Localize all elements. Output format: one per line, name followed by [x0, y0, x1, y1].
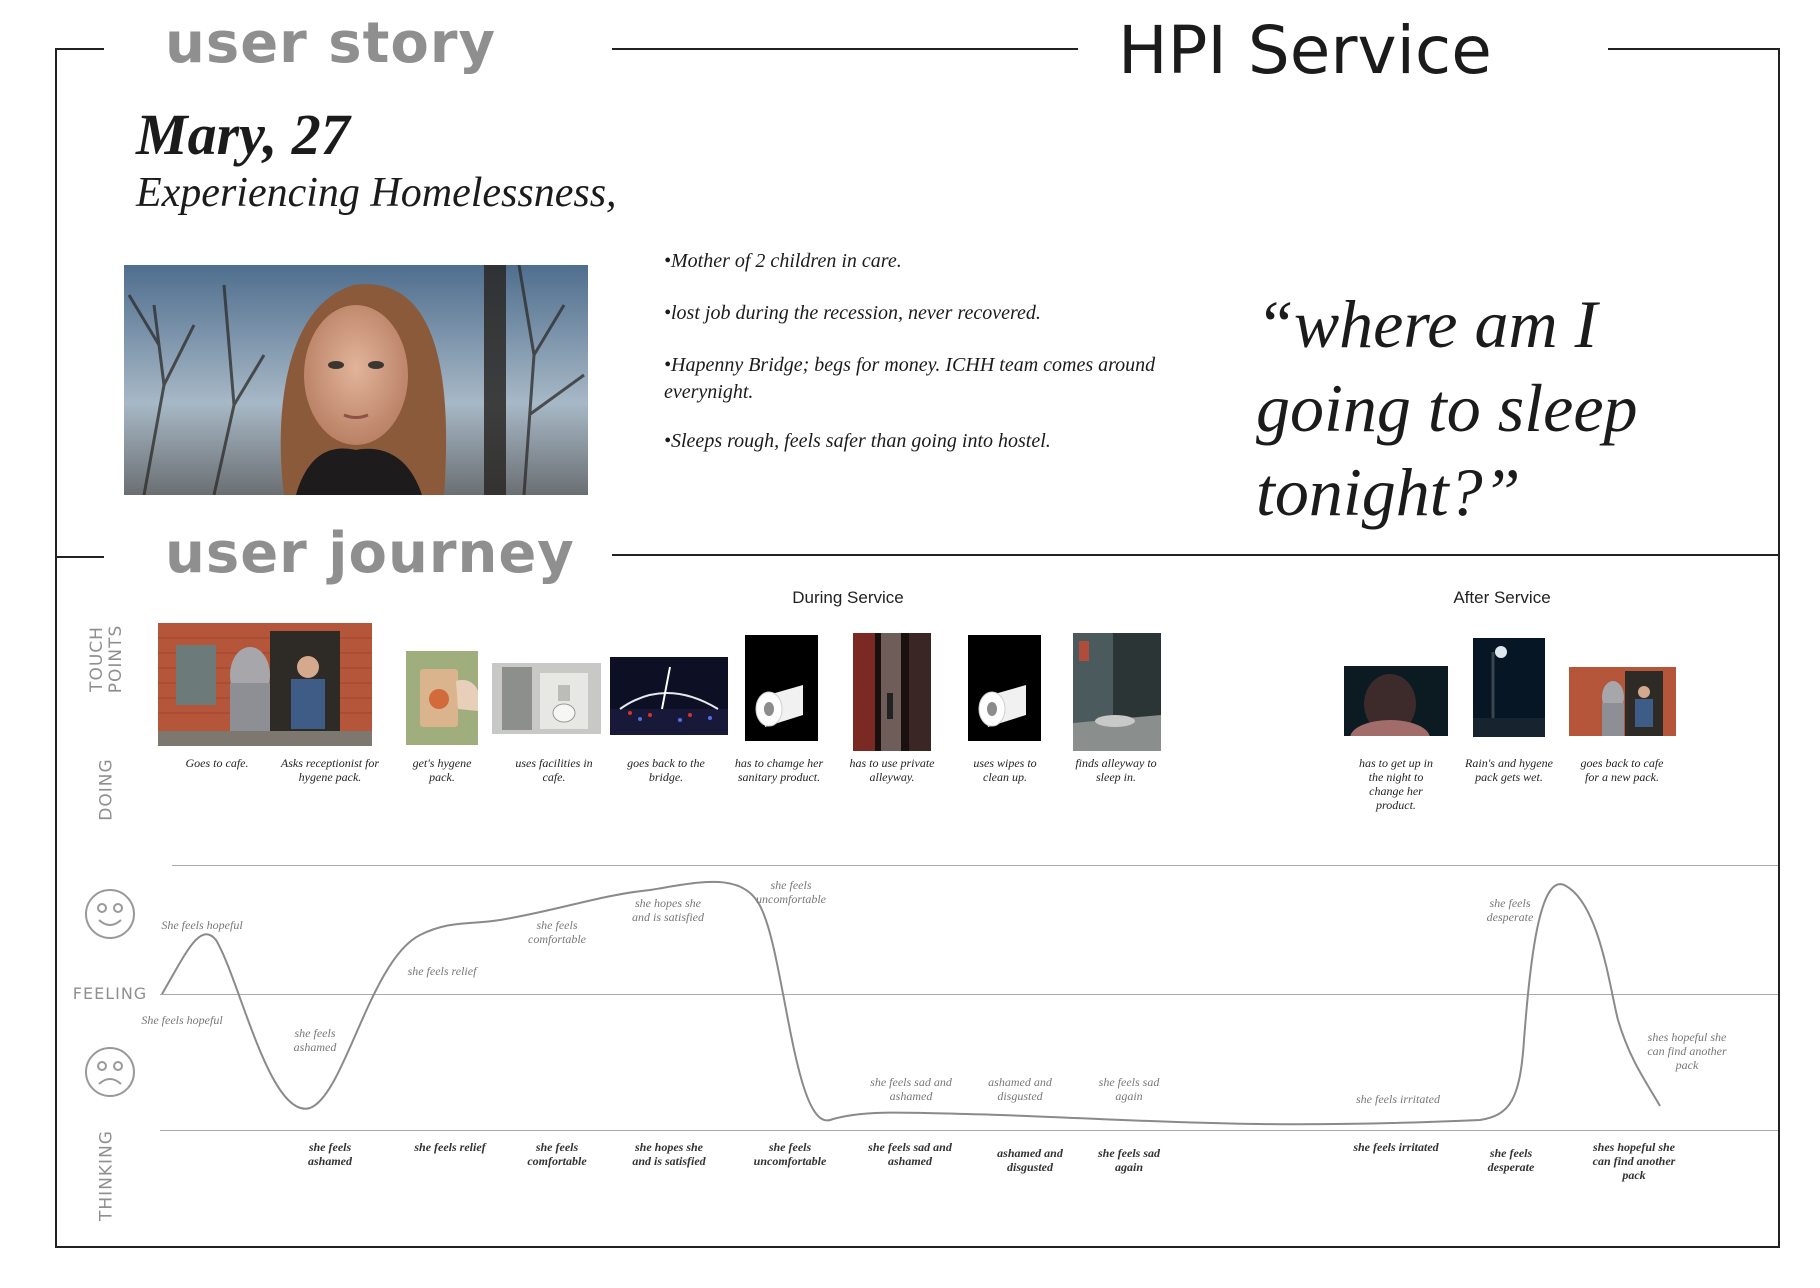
doing-label-12: goes back to cafe for a new pack.: [1580, 756, 1664, 784]
doing-label-9: finds alleyway to sleep in.: [1075, 756, 1157, 784]
touchpoint-night-hood-photo: [1344, 666, 1448, 736]
persona-subtitle: Experiencing Homelessness,: [136, 170, 617, 216]
brand-title: HPI Service: [1118, 12, 1492, 89]
persona-bullet-4: •Sleeps rough, feels safer than going in…: [664, 430, 1051, 452]
doing-label-3: get's hygene pack.: [412, 756, 472, 784]
touchpoint-sleeping-alley-photo: [1073, 633, 1161, 751]
persona-bullet-2: •lost job during the recession, never re…: [664, 302, 1041, 324]
frame-left-line: [55, 48, 57, 1248]
feeling-label-3: she feels ashamed: [293, 1026, 337, 1054]
touchpoint-bridge-photo: [610, 657, 728, 735]
touchpoint-cafe-entrance-photo: [158, 623, 372, 746]
phase-after-service: After Service: [1453, 588, 1551, 607]
thinking-label-8: ashamed and disgusted: [997, 1146, 1063, 1174]
journey-divider-left: [56, 556, 104, 558]
feeling-label-7: she feels uncomfortable: [756, 878, 826, 906]
doing-label-7: has to use private alleyway.: [849, 756, 935, 784]
persona-name: Mary, 27: [136, 102, 350, 167]
frame-top-left-line: [56, 48, 104, 50]
frame-right-line: [1778, 48, 1780, 1248]
feeling-label-5: she feels comfortable: [528, 918, 586, 946]
feeling-label-8: she feels sad and ashamed: [870, 1075, 952, 1103]
touchpoint-cafe-return-photo: [1569, 667, 1676, 736]
feeling-label-6: she hopes she and is satisfied: [631, 896, 704, 924]
doing-label-11: Rain's and hygene pack gets wet.: [1465, 756, 1553, 784]
persona-bullet-3: •Hapenny Bridge; begs for money. ICHH te…: [664, 354, 1156, 403]
user-story-heading: user story: [165, 11, 496, 76]
thinking-label-2: she feels ashamed: [307, 1140, 352, 1168]
sad-face-icon: [85, 1047, 135, 1097]
phase-during-service: During Service: [792, 588, 904, 607]
feeling-mid-gridline: [160, 994, 1778, 995]
persona-portrait: [124, 265, 588, 495]
touchpoint-hygiene-pack-photo: [406, 651, 478, 745]
touchpoint-rain-street-photo: [1473, 638, 1545, 737]
doing-label-6: has to chamge her sanitary product.: [734, 756, 824, 784]
feeling-label-9: ashamed and disgusted: [988, 1075, 1052, 1103]
feeling-label-1: She feels hopeful: [161, 918, 243, 932]
feeling-label-2: She feels hopeful: [141, 1013, 223, 1027]
feeling-label-10: she feels sad again: [1098, 1075, 1160, 1103]
thinking-label-4: she feels comfortable: [527, 1140, 587, 1168]
feeling-bottom-gridline: [160, 1130, 1778, 1131]
user-journey-heading: user journey: [165, 521, 575, 586]
doing-label-10: has to get up in the night to change her…: [1359, 756, 1433, 812]
persona-quote: “where am I going to sleep tonight?”: [1256, 286, 1638, 530]
feeling-label-4: she feels relief: [407, 964, 477, 978]
journey-divider-right: [612, 554, 1780, 556]
doing-label-1: Goes to cafe.: [185, 756, 249, 770]
frame-top-mid-line: [612, 48, 1078, 50]
touchpoint-toilet-roll-photo-2: [968, 635, 1041, 741]
frame-top-right-line: [1608, 48, 1780, 50]
feeling-top-gridline: [172, 865, 1778, 866]
toilet-roll-icon: [755, 685, 803, 727]
thinking-label-12: shes hopeful she can find another pack: [1592, 1140, 1676, 1182]
happy-face-icon: [85, 889, 135, 939]
persona-bullet-1: •Mother of 2 children in care.: [664, 250, 902, 272]
doing-label-4: uses facilities in cafe.: [515, 756, 593, 784]
toilet-roll-icon: [978, 685, 1026, 727]
doing-label-2: Asks receptionist for hygene pack.: [280, 756, 380, 784]
doing-label-5: goes back to the bridge.: [627, 756, 705, 784]
thinking-label-11: she feels desperate: [1487, 1146, 1535, 1174]
touchpoint-alleyway-photo: [853, 633, 931, 751]
row-label-feeling: FEELING: [72, 984, 148, 1003]
thinking-label-9: she feels sad again: [1098, 1146, 1160, 1174]
feeling-label-12: she feels desperate: [1486, 896, 1534, 924]
doing-label-8: uses wipes to clean up.: [973, 756, 1037, 784]
thinking-label-7: she feels sad and ashamed: [868, 1140, 952, 1168]
feeling-label-13: shes hopeful she can find another pack: [1647, 1030, 1727, 1072]
thinking-label-3: she feels relief: [414, 1140, 486, 1154]
frame-bottom-line: [55, 1246, 1780, 1248]
feeling-label-11: she feels irritated: [1356, 1092, 1440, 1106]
touchpoint-cafe-facilities-photo: [492, 663, 601, 734]
thinking-label-10: she feels irritated: [1353, 1140, 1439, 1154]
touchpoint-toilet-roll-photo-1: [745, 635, 818, 741]
thinking-label-6: she feels uncomfortable: [753, 1140, 827, 1168]
thinking-label-5: she hopes she and is satisfied: [632, 1140, 706, 1168]
